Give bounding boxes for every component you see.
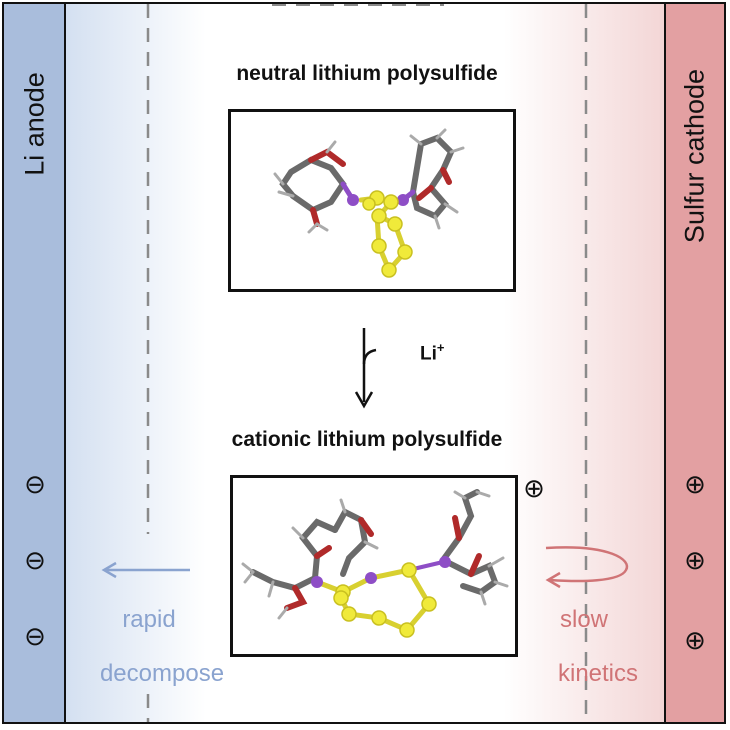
negative-charge-icon: ⊖ — [24, 469, 46, 499]
li-ion-charge: + — [436, 340, 445, 355]
anode-gradient — [66, 4, 206, 722]
neutral-polysulfide-molecule-icon — [273, 128, 465, 278]
kinetics-label: kinetics — [557, 660, 639, 687]
sulfur-cathode: Sulfur cathode ⊕ ⊕ ⊕ — [664, 4, 724, 722]
slow-label: slow — [559, 606, 609, 633]
li-anode: Li anode ⊖ ⊖ ⊖ — [4, 4, 66, 722]
cationic-molecule-box — [230, 475, 518, 657]
li-ion-label: Li+ — [420, 340, 444, 365]
negative-charge-icon: ⊖ — [24, 621, 46, 651]
reaction-arrow-icon — [354, 328, 377, 409]
decompose-label: decompose — [99, 660, 225, 687]
cationic-polysulfide-molecule-icon — [241, 489, 509, 638]
positive-charge-icon: ⊕ — [684, 625, 706, 655]
cathode-label: Sulfur cathode — [679, 68, 710, 244]
cation-charge-icon: ⊕ — [523, 473, 545, 503]
left-arrow-icon — [101, 561, 190, 579]
neutral-molecule-box — [228, 109, 516, 292]
anode-label: Li anode — [19, 72, 50, 176]
positive-charge-icon: ⊕ — [684, 469, 706, 499]
positive-charge-icon: ⊕ — [684, 545, 706, 575]
cathode-gradient — [504, 4, 664, 722]
neutral-title: neutral lithium polysulfide — [236, 62, 498, 85]
li-ion-symbol: Li — [420, 343, 437, 365]
cationic-title: cationic lithium polysulfide — [231, 428, 503, 451]
curved-arrow-icon — [545, 546, 629, 589]
negative-charge-icon: ⊖ — [24, 545, 46, 575]
rapid-label: rapid — [122, 606, 176, 633]
separator-dashed-lines — [146, 4, 588, 722]
